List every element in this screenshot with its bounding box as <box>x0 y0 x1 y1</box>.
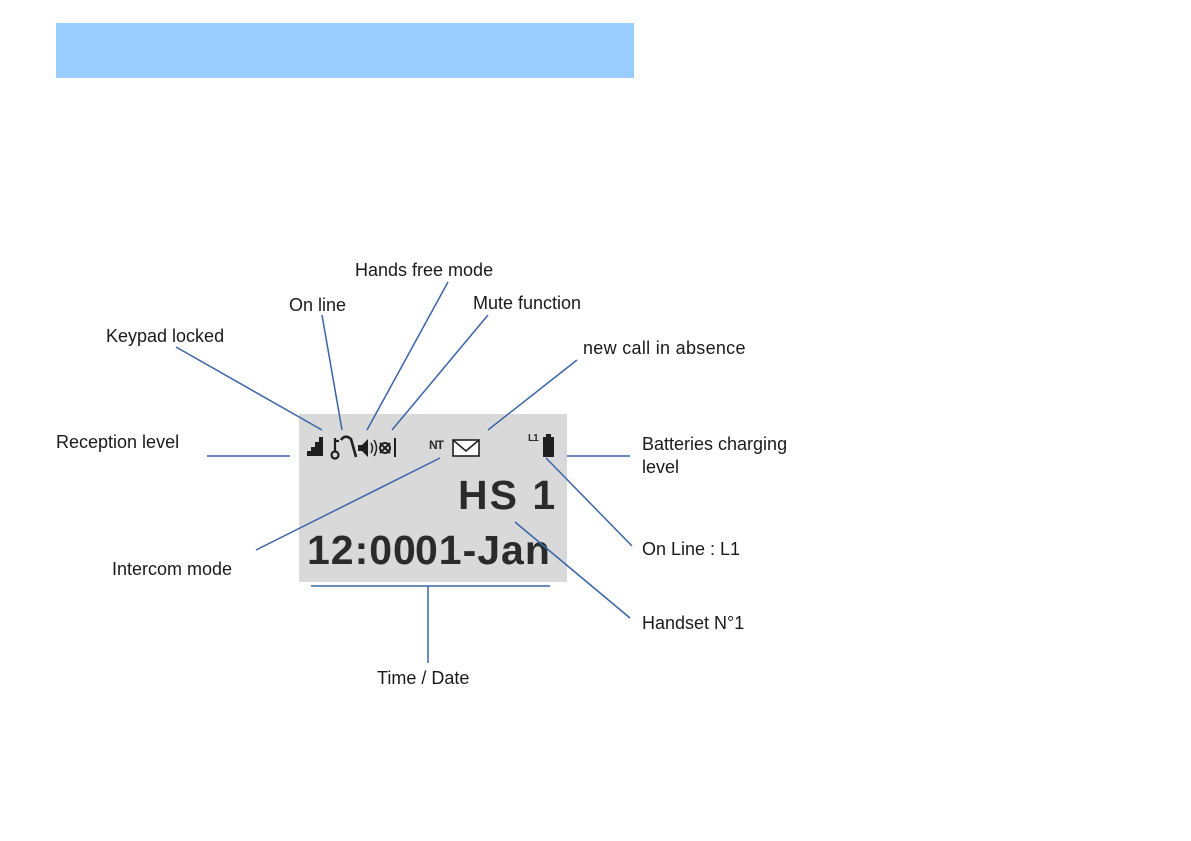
label-hands-free: Hands free mode <box>355 259 493 281</box>
label-on-line: On line <box>289 294 346 316</box>
signal-icon <box>307 437 323 456</box>
envelope-icon <box>453 440 479 456</box>
label-mute: Mute function <box>473 292 581 314</box>
leader-mute <box>392 315 488 430</box>
label-reception: Reception level <box>56 431 179 453</box>
label-batteries-2: level <box>642 456 679 478</box>
mute-icon <box>380 438 395 457</box>
label-keypad: Keypad locked <box>106 325 224 347</box>
leader-keypad <box>176 347 322 430</box>
speaker-icon <box>358 439 377 457</box>
label-intercom: Intercom mode <box>112 558 232 580</box>
handset-icon <box>341 437 356 457</box>
leader-hands-free <box>367 282 448 430</box>
leader-new-call <box>488 360 577 430</box>
key-icon <box>332 438 340 459</box>
label-new-call: new call in absence <box>583 337 746 359</box>
label-batteries-1: Batteries charging <box>642 433 787 455</box>
battery-icon <box>543 434 554 457</box>
leader-on-line-l1 <box>546 458 632 546</box>
label-time-date: Time / Date <box>377 667 469 689</box>
label-handset: Handset N°1 <box>642 612 744 634</box>
label-on-line-l1: On Line : L1 <box>642 538 740 560</box>
leader-on-line <box>322 315 342 430</box>
leader-handset <box>515 522 630 618</box>
leader-intercom <box>256 458 440 550</box>
